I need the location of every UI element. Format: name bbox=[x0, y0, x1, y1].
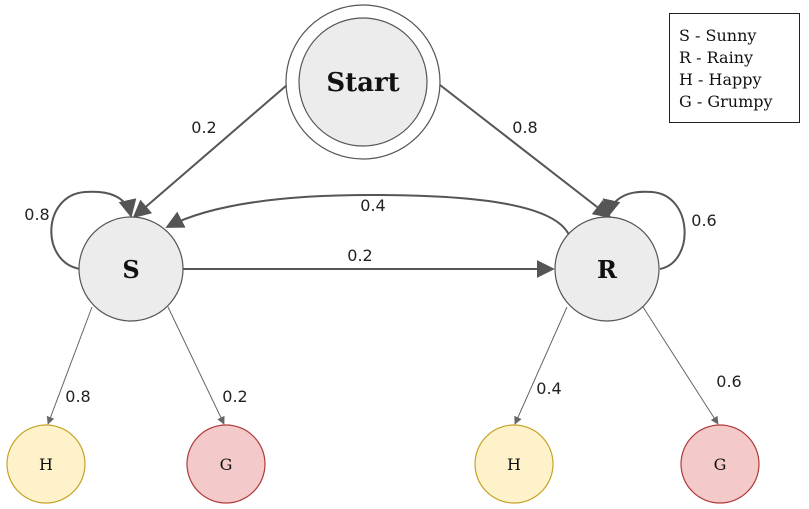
edge-label-s-to-g: 0.2 bbox=[222, 387, 247, 406]
edge-label-r-to-g: 0.6 bbox=[716, 372, 741, 391]
edge-label-start-to-s: 0.2 bbox=[191, 118, 216, 137]
legend-item-rainy: R - Rainy bbox=[679, 48, 754, 67]
node-r-grumpy-label: G bbox=[714, 455, 727, 474]
edge-start-to-r bbox=[439, 84, 612, 219]
node-s-grumpy-label: G bbox=[220, 455, 233, 474]
legend-item-happy: H - Happy bbox=[679, 70, 762, 89]
legend-item-grumpy: G - Grumpy bbox=[679, 92, 773, 111]
edge-s-to-g bbox=[167, 306, 225, 425]
node-r-grumpy: G bbox=[680, 424, 760, 504]
edge-label-r-to-s: 0.4 bbox=[360, 196, 385, 215]
edge-r-to-g bbox=[642, 306, 719, 425]
node-s-happy: H bbox=[6, 424, 86, 504]
edge-r-to-s bbox=[165, 193, 570, 236]
node-s-label: S bbox=[122, 255, 139, 284]
edge-label-r-to-h: 0.4 bbox=[536, 379, 561, 398]
edge-s-self-loop bbox=[50, 190, 137, 270]
legend-item-sunny: S - Sunny bbox=[679, 26, 757, 45]
node-s-happy-label: H bbox=[39, 455, 53, 474]
edge-r-self-loop bbox=[602, 190, 686, 270]
node-r-happy-label: H bbox=[507, 455, 521, 474]
node-r-happy: H bbox=[474, 424, 554, 504]
edge-label-r-self: 0.6 bbox=[691, 211, 716, 230]
edge-label-s-self: 0.8 bbox=[24, 205, 49, 224]
edge-label-s-to-r: 0.2 bbox=[347, 246, 372, 265]
node-start: Start bbox=[285, 4, 441, 160]
edge-r-to-h bbox=[514, 306, 568, 425]
edge-s-to-h bbox=[46, 306, 93, 425]
node-start-label: Start bbox=[326, 68, 399, 98]
edge-label-s-to-h: 0.8 bbox=[65, 387, 90, 406]
node-s-grumpy: G bbox=[186, 424, 266, 504]
edge-start-to-s bbox=[132, 84, 288, 219]
node-s: S bbox=[78, 216, 184, 322]
legend-box: S - Sunny R - Rainy H - Happy G - Grumpy bbox=[669, 13, 800, 123]
edge-label-start-to-r: 0.8 bbox=[512, 118, 537, 137]
node-r-label: R bbox=[597, 255, 618, 284]
node-r: R bbox=[554, 216, 660, 322]
